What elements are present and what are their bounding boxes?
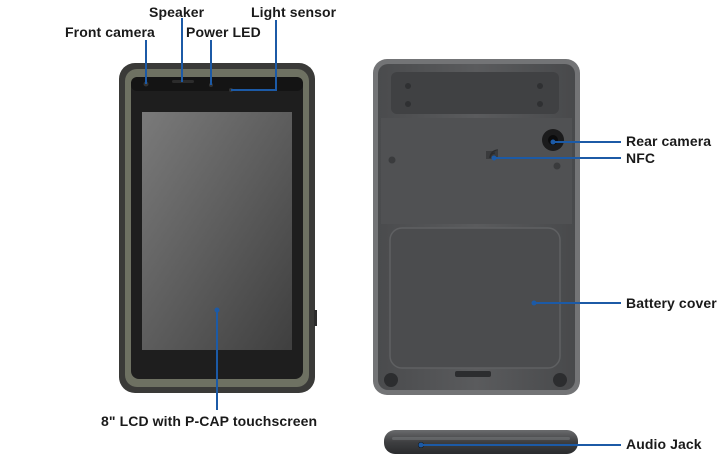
rear-side-dot	[553, 162, 561, 170]
nfc-callout-dot	[491, 155, 497, 161]
rear-foot	[384, 373, 398, 387]
front-callouts	[145, 18, 277, 410]
rear-top-recess	[391, 72, 559, 114]
label-speaker: Speaker	[149, 4, 205, 20]
side-edge	[392, 437, 570, 440]
battery-callout-dot	[531, 300, 537, 306]
label-audio-jack: Audio Jack	[626, 436, 702, 452]
label-battery-cover: Battery cover	[626, 295, 717, 311]
rear-screw	[537, 101, 543, 107]
callout-light-sensor	[231, 20, 277, 91]
front-top-strip	[131, 77, 303, 91]
side-body	[384, 430, 578, 454]
side-button	[314, 310, 317, 326]
label-light-sensor: Light sensor	[251, 4, 337, 20]
rear-screw	[537, 83, 543, 89]
label-lcd: 8" LCD with P-CAP touchscreen	[101, 413, 318, 429]
rear-side-dot	[388, 156, 396, 164]
audio-jack-callout-dot	[418, 442, 424, 448]
label-power-led: Power LED	[186, 24, 261, 40]
rear-camera-callout-dot	[550, 139, 556, 145]
label-rear-camera: Rear camera	[626, 133, 712, 149]
battery-cover-panel	[389, 227, 561, 369]
side-view	[384, 430, 578, 454]
rear-callouts	[494, 141, 621, 304]
lcd-callout-dot	[214, 307, 220, 313]
rear-foot	[553, 373, 567, 387]
front-view	[119, 63, 317, 393]
rear-screw	[405, 101, 411, 107]
rear-bottom-connector	[455, 371, 491, 377]
rear-texture-band	[381, 118, 572, 224]
label-front-camera: Front camera	[65, 24, 155, 40]
wifi-wave-icon	[486, 149, 499, 159]
label-nfc: NFC	[626, 150, 656, 166]
rear-screw	[405, 83, 411, 89]
rear-view	[373, 59, 580, 395]
